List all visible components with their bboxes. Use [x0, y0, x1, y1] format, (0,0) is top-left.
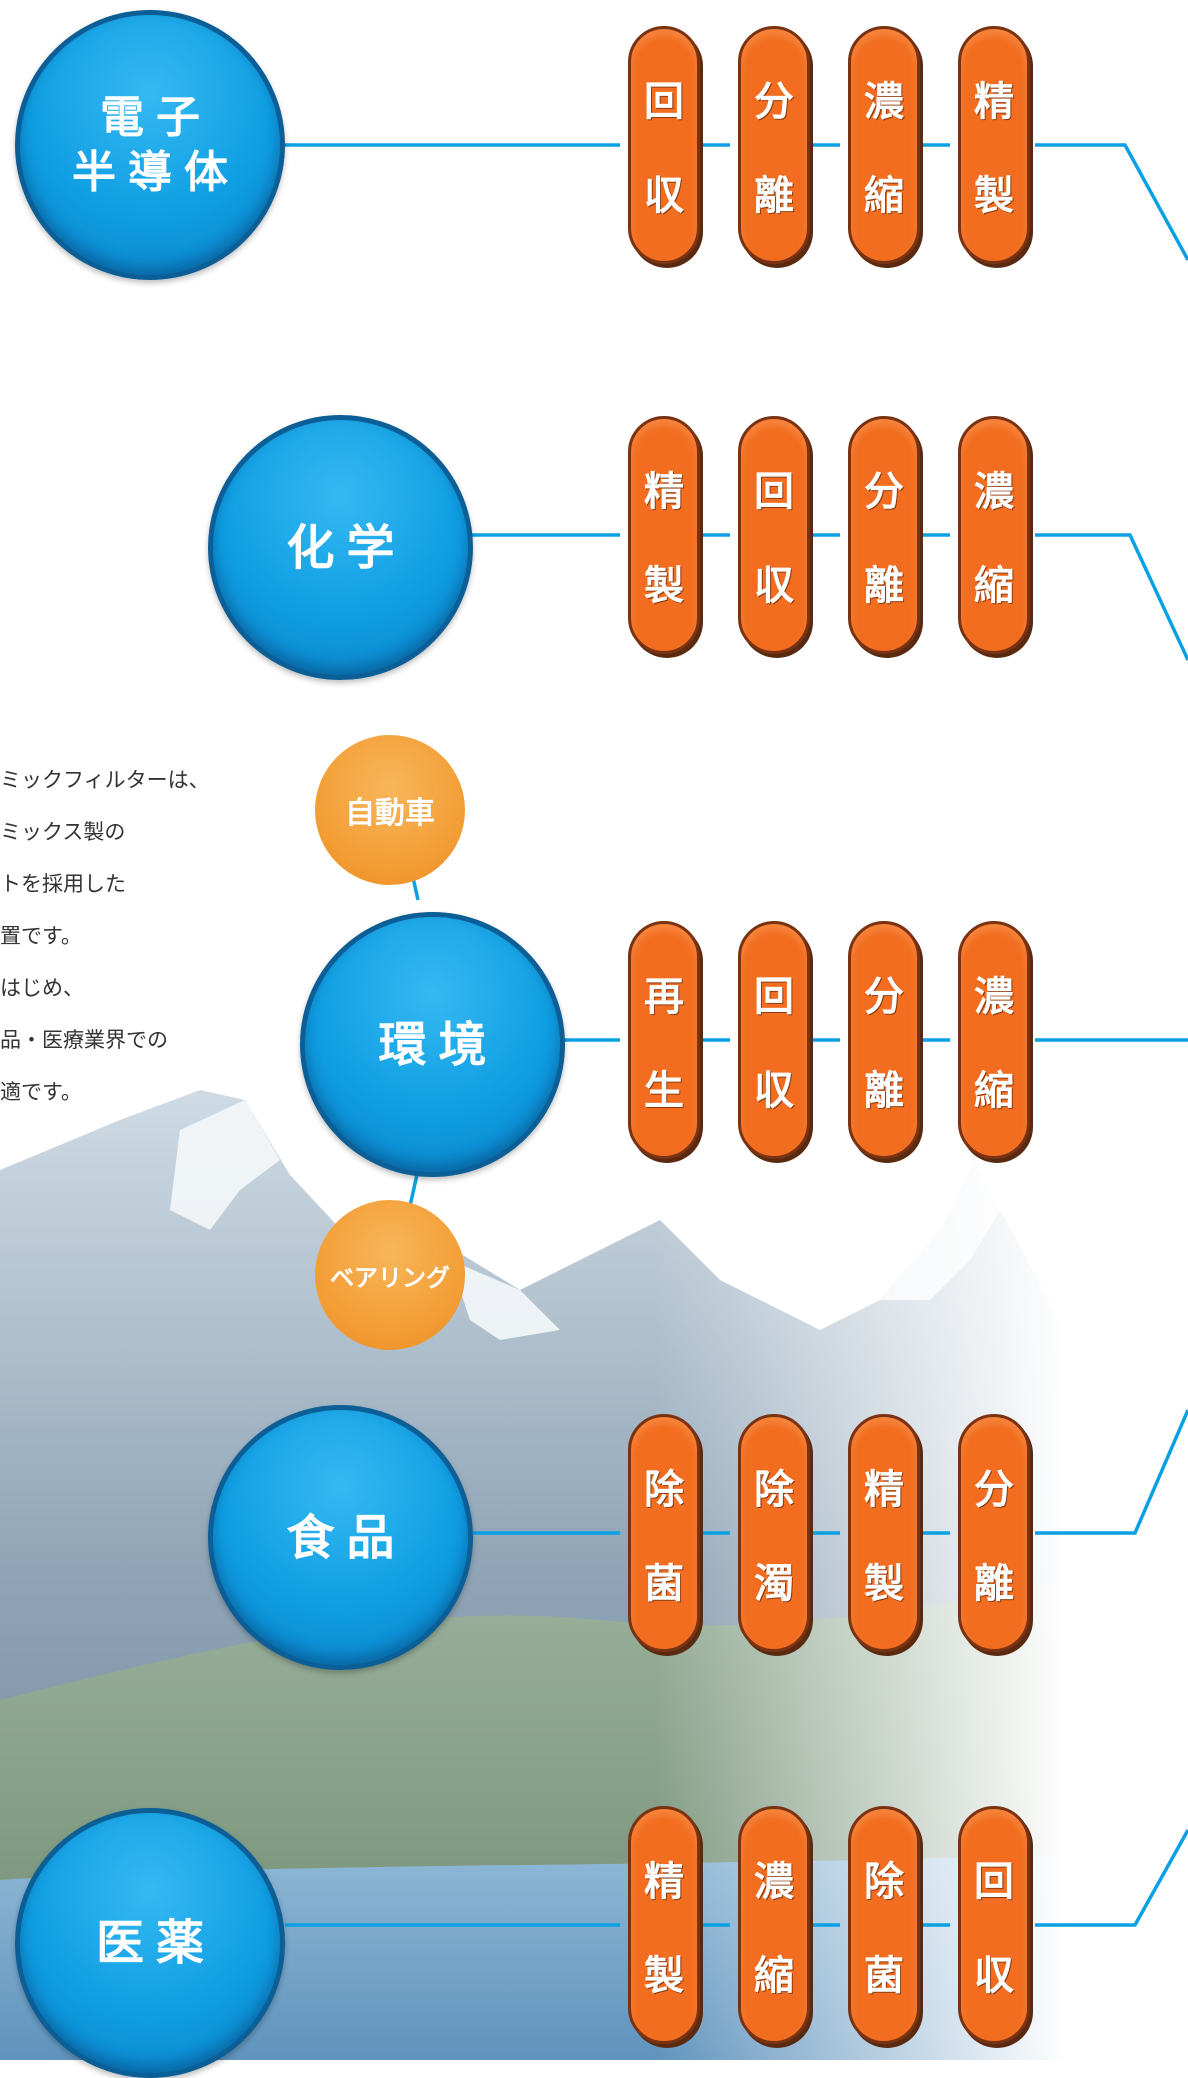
process-char: 精: [974, 79, 1014, 125]
process-char: 除: [644, 1467, 684, 1513]
process-pill: 除濁: [738, 1414, 810, 1652]
connector-line-4b: [1035, 1409, 1188, 1535]
process-char: 離: [864, 563, 904, 609]
process-char: 精: [864, 1467, 904, 1513]
process-char: 濁: [754, 1561, 794, 1607]
sub-circle-bearing: ベアリング: [315, 1200, 465, 1350]
industry-label-chemical: 化学: [286, 519, 407, 576]
process-pill: 回収: [628, 26, 700, 264]
process-char: 分: [974, 1467, 1014, 1513]
process-char: 濃: [864, 79, 904, 125]
connector-line-2b: [1035, 533, 1188, 661]
process-char: 除: [754, 1467, 794, 1513]
description-line: 置です。: [0, 924, 82, 948]
process-char: 製: [644, 563, 684, 609]
process-pill: 分離: [848, 416, 920, 654]
process-char: 生: [644, 1068, 684, 1114]
process-char: 再: [644, 974, 684, 1020]
description-line: 適です。: [0, 1080, 82, 1104]
process-pill: 分離: [958, 1414, 1030, 1652]
description-line: はじめ、: [0, 976, 84, 1000]
process-pill: 精製: [848, 1414, 920, 1652]
industry-circle-environment: 環境: [300, 912, 565, 1177]
industry-circle-electronics: 電子 半導体: [15, 10, 285, 280]
process-char: 離: [974, 1561, 1014, 1607]
process-char: 製: [644, 1953, 684, 1999]
process-pill: 除菌: [848, 1806, 920, 2044]
process-pill: 濃縮: [958, 921, 1030, 1159]
process-pill: 精製: [628, 416, 700, 654]
process-char: 縮: [754, 1953, 794, 1999]
description-line: ミックフィルターは、: [0, 768, 210, 792]
industry-circle-food: 食品: [208, 1405, 473, 1670]
process-char: 精: [644, 1859, 684, 1905]
description-line: ミックス製の: [0, 820, 126, 844]
process-char: 収: [974, 1953, 1014, 1999]
process-char: 濃: [754, 1859, 794, 1905]
process-char: 分: [754, 79, 794, 125]
industry-circle-pharma: 医薬: [15, 1808, 285, 2078]
process-char: 離: [754, 173, 794, 219]
process-pill: 濃縮: [738, 1806, 810, 2044]
industry-label-environment: 環境: [378, 1016, 499, 1073]
sub-circle-automobile: 自動車: [315, 735, 465, 885]
process-pill: 濃縮: [848, 26, 920, 264]
process-char: 除: [864, 1859, 904, 1905]
process-pill: 再生: [628, 921, 700, 1159]
process-char: 回: [754, 974, 794, 1020]
process-pill: 回収: [738, 416, 810, 654]
process-pill: 分離: [738, 26, 810, 264]
process-char: 濃: [974, 469, 1014, 515]
industry-circle-chemical: 化学: [208, 415, 473, 680]
process-char: 菌: [864, 1953, 904, 1999]
process-char: 製: [864, 1561, 904, 1607]
process-char: 分: [864, 974, 904, 1020]
process-pill: 精製: [958, 26, 1030, 264]
description-line: トを採用した: [0, 872, 126, 896]
process-char: 縮: [974, 563, 1014, 609]
process-pill: 精製: [628, 1806, 700, 2044]
description-line: 品・医療業界での: [0, 1028, 168, 1052]
industry-label-pharma: 医薬: [95, 1915, 216, 1971]
process-char: 濃: [974, 974, 1014, 1020]
process-pill: 除菌: [628, 1414, 700, 1652]
industry-label-food: 食品: [286, 1509, 407, 1566]
process-pill: 分離: [848, 921, 920, 1159]
connector-line-5b: [1035, 1829, 1188, 1927]
process-char: 分: [864, 469, 904, 515]
description-text: ミックフィルターは、 ミックス製の トを採用した 置です。 はじめ、 品・医療業…: [0, 760, 270, 1124]
process-char: 縮: [974, 1068, 1014, 1114]
sub-label-automobile: 自動車: [345, 796, 435, 831]
connector-line-1b: [1035, 143, 1188, 261]
process-pill: 回収: [958, 1806, 1030, 2044]
process-char: 回: [644, 79, 684, 125]
process-char: 収: [644, 173, 684, 219]
process-char: 回: [974, 1859, 1014, 1905]
industry-label-electronics: 電子 半導体: [72, 92, 240, 198]
sub-label-bearing: ベアリング: [330, 1263, 450, 1292]
process-char: 収: [754, 1068, 794, 1114]
process-pill: 濃縮: [958, 416, 1030, 654]
process-char: 製: [974, 173, 1014, 219]
process-char: 収: [754, 563, 794, 609]
process-char: 離: [864, 1068, 904, 1114]
process-char: 精: [644, 469, 684, 515]
process-char: 縮: [864, 173, 904, 219]
process-pill: 回収: [738, 921, 810, 1159]
process-char: 回: [754, 469, 794, 515]
process-char: 菌: [644, 1561, 684, 1607]
